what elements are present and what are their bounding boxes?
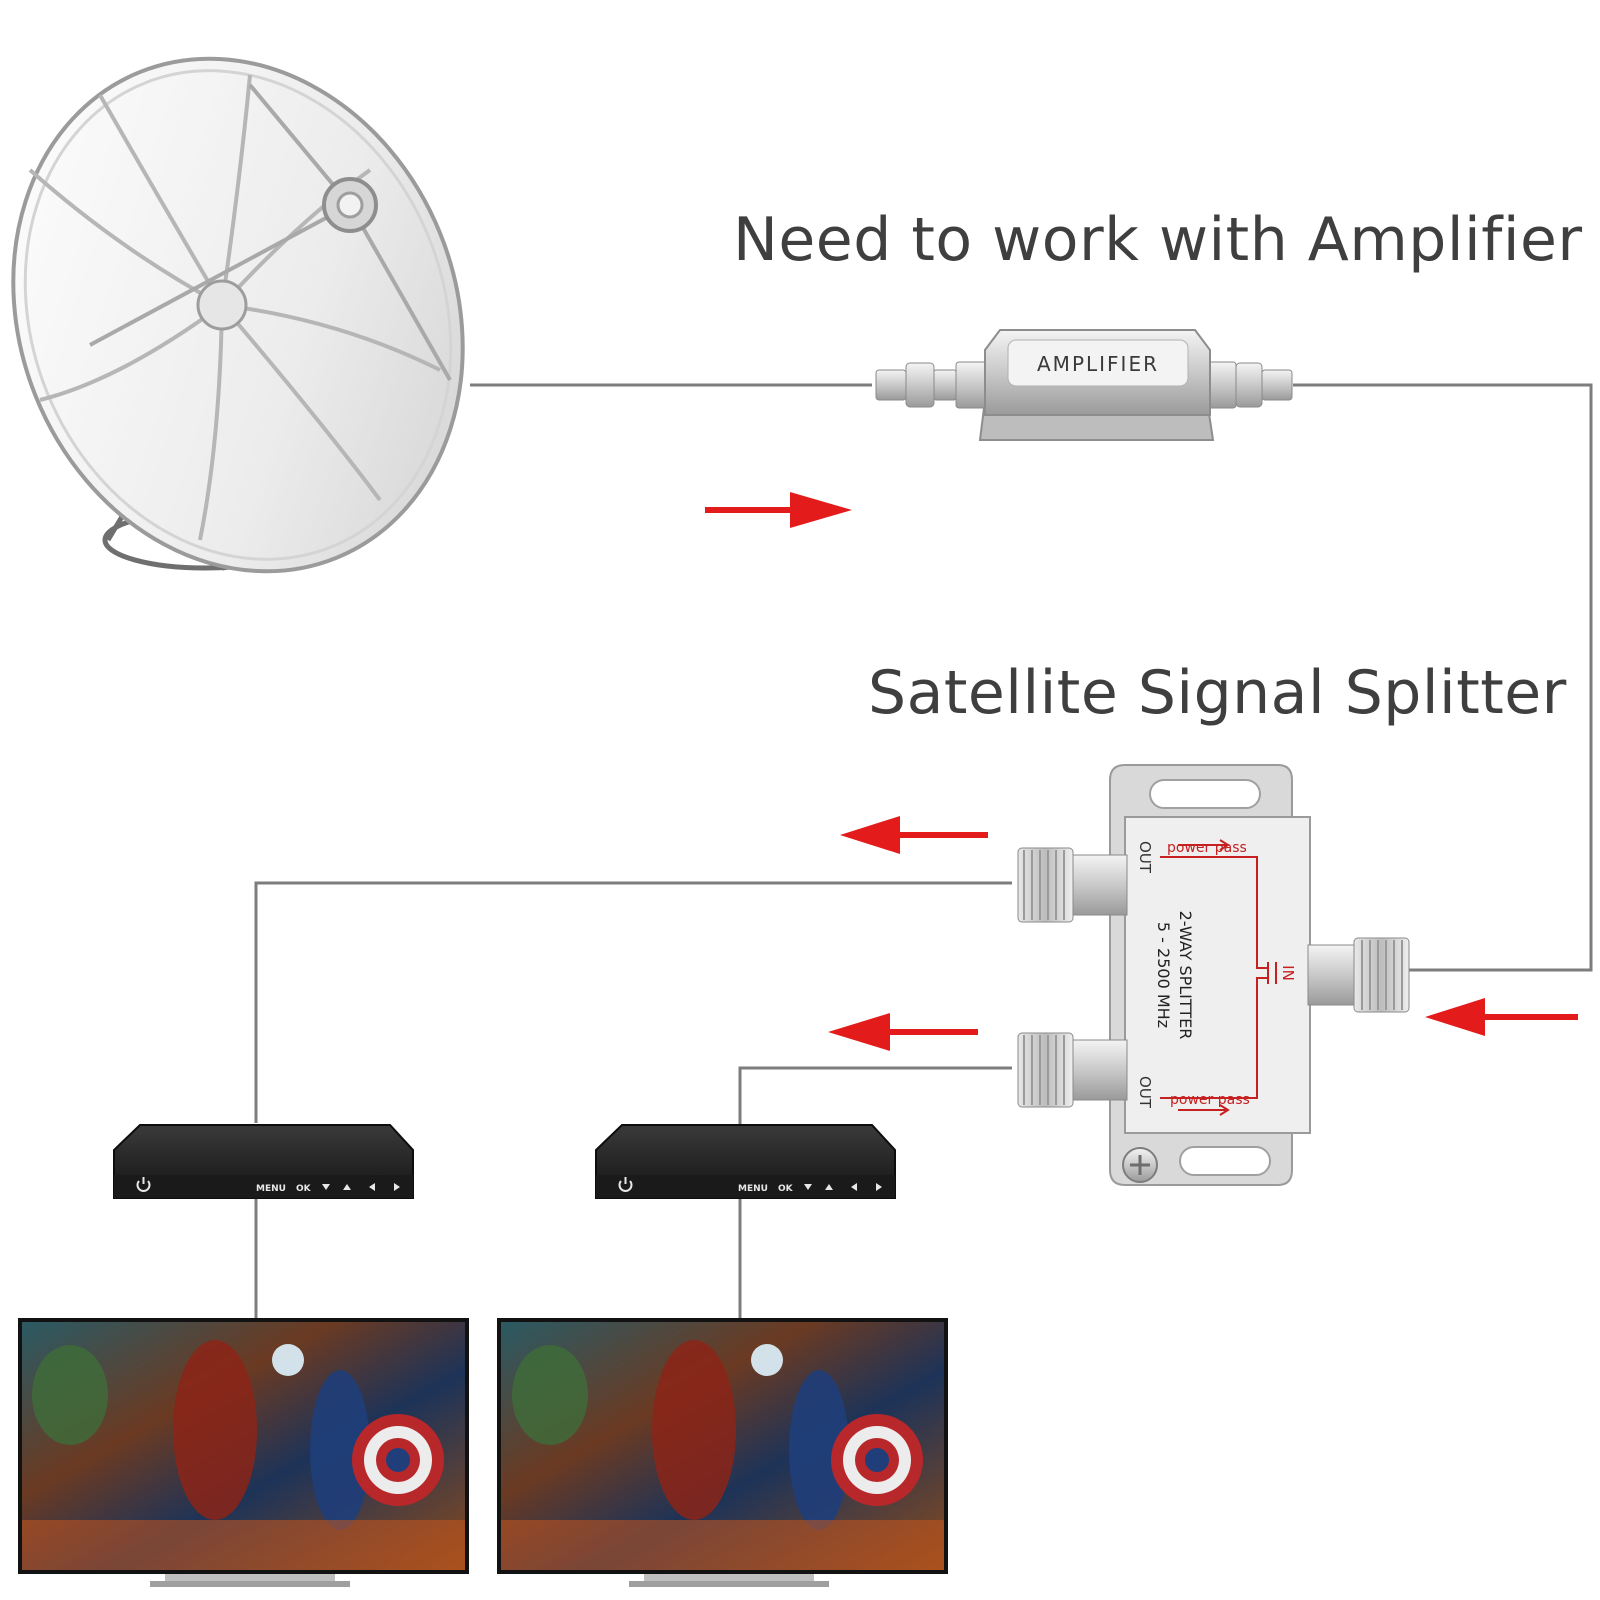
- splitter-in-port: [1307, 937, 1410, 1013]
- receiver-box-1: MENU OK: [113, 1124, 414, 1199]
- splitter-power-pass-label-1: power pass: [1167, 840, 1247, 856]
- flow-arrows: [705, 492, 1578, 1051]
- arrow-left-icon: [840, 816, 988, 854]
- splitter-in-label: IN: [1279, 965, 1297, 981]
- arrow-down-icon: [804, 1184, 812, 1190]
- arrow-right-icon: [394, 1183, 400, 1191]
- splitter-heading: Satellite Signal Splitter: [868, 658, 1567, 728]
- television-2: [497, 1318, 948, 1587]
- receiver-ok-label: OK: [296, 1184, 312, 1194]
- splitter-out-label-2: OUT: [1136, 1076, 1154, 1109]
- arrow-up-icon: [825, 1184, 833, 1190]
- arrow-up-icon: [343, 1184, 351, 1190]
- splitter-model-label: 2-WAY SPLITTER: [1176, 911, 1195, 1040]
- cable-splitter-out1-to-receiver1: [254, 881, 1012, 1123]
- arrow-left-icon: [828, 1013, 978, 1051]
- splitter-power-pass-label-2: power pass: [1170, 1092, 1250, 1108]
- receiver-ok-label: OK: [778, 1184, 794, 1194]
- splitter-out-label-1: OUT: [1136, 841, 1154, 874]
- cable-splitter-out2-to-receiver2: [738, 1066, 1012, 1125]
- amplifier-label: AMPLIFIER: [1037, 352, 1159, 376]
- cable-amplifier-to-splitter: [1293, 383, 1593, 972]
- satellite-dish-icon: [11, 56, 465, 574]
- arrow-right-icon: [876, 1183, 882, 1191]
- splitter-device: power pass power pass IN OUT OUT 2-WAY S…: [1017, 764, 1410, 1186]
- cables: [254, 383, 1593, 1318]
- amplifier-device: AMPLIFIER: [875, 329, 1293, 441]
- arrow-left-icon: [851, 1183, 857, 1191]
- splitter-out-port-1: [1017, 847, 1128, 923]
- power-icon: [136, 1177, 151, 1192]
- receiver-menu-label: MENU: [256, 1184, 286, 1194]
- splitter-out-port-2: [1017, 1032, 1128, 1108]
- arrow-left-icon: [369, 1183, 375, 1191]
- arrow-down-icon: [322, 1184, 330, 1190]
- splitter-range-label: 5 - 2500 MHz: [1154, 922, 1173, 1028]
- arrow-right-icon: [705, 492, 852, 528]
- arrow-left-icon: [1425, 998, 1578, 1036]
- receiver-menu-label: MENU: [738, 1184, 768, 1194]
- receiver-box-2: MENU OK: [595, 1124, 896, 1199]
- tv-screen-scene: [501, 1340, 944, 1570]
- power-icon: [618, 1177, 633, 1192]
- amplifier-heading: Need to work with Amplifier: [733, 205, 1583, 275]
- tv-screen-scene: [22, 1340, 465, 1570]
- television-1: [18, 1318, 469, 1587]
